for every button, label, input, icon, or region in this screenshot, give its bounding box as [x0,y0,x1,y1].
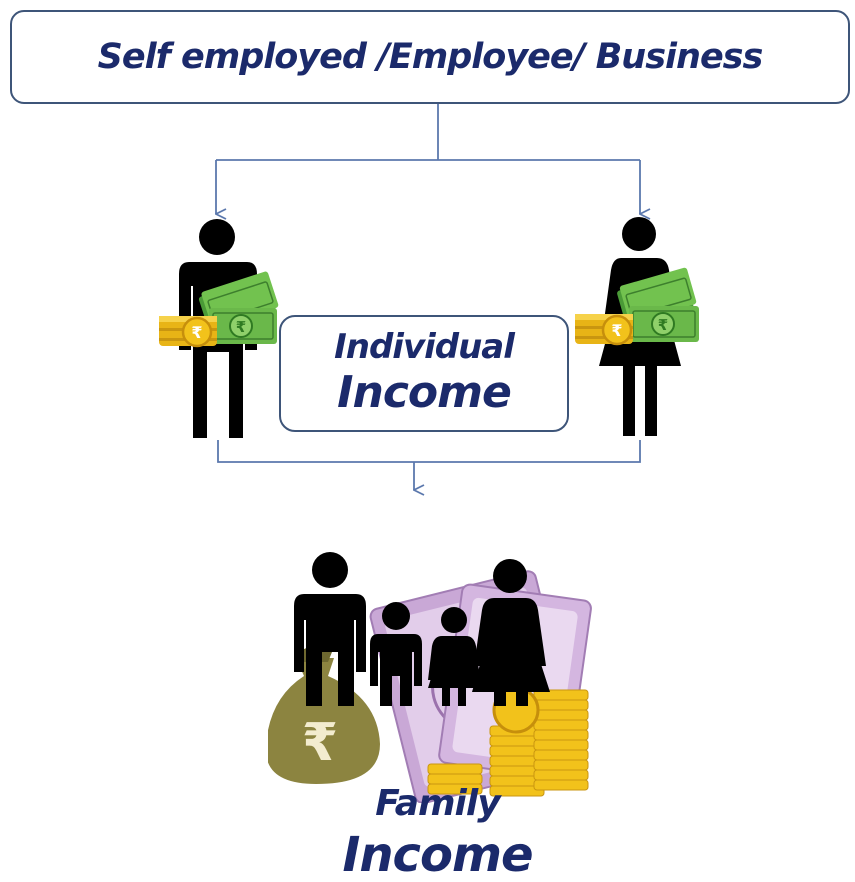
connector-bottom-horizontal [217,440,641,463]
svg-text:₹: ₹ [302,713,338,773]
individual-label: Individual [334,327,515,367]
svg-text:₹: ₹ [658,316,668,334]
family-label: Family [375,783,500,824]
svg-text:₹: ₹ [611,321,622,340]
family-with-money-icon: ₹2000 2000 ₹ [268,552,592,803]
individual-income-label: Income [337,367,512,418]
woman-with-cash-icon: ₹ ₹ [575,217,699,436]
individual-income-box: Individual Income [279,315,569,432]
svg-text:₹: ₹ [191,323,202,342]
family-income-label: Income [342,827,533,882]
source-title: Self employed /Employee/ Business [97,37,764,77]
source-box: Self employed /Employee/ Business [10,10,850,104]
svg-text:₹: ₹ [236,318,246,336]
man-with-cash-icon: ₹ ₹ [159,219,279,438]
